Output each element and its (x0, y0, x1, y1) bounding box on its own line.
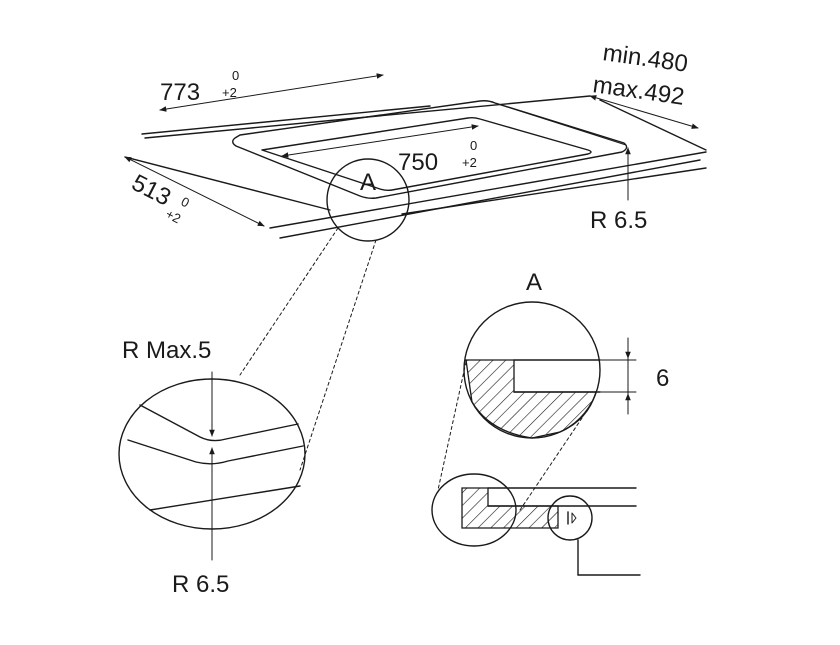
detail-a-marker: A (239, 158, 410, 471)
dim-513-value: 513 (127, 169, 175, 211)
dimension-750: 750 0 +2 (281, 124, 479, 176)
dim-773-value: 773 (160, 79, 200, 106)
dim-750-tol-lower: +2 (462, 155, 477, 170)
detail-a-callout: A (360, 169, 376, 196)
dim-min-480: min.480 (601, 39, 689, 78)
dimension-worktop-depth: min.480 max.492 (589, 39, 699, 129)
dim-773-tol-lower: +2 (222, 85, 237, 100)
corner-radius-callout: R 6.5 (590, 147, 647, 234)
dim-750-tol-upper: 0 (470, 138, 477, 153)
dim-513-tol-upper: 0 (179, 194, 192, 211)
detail-bubble-left: R Max.5 R 6.5 (118, 337, 306, 598)
dimension-513: 513 0 +2 (124, 156, 265, 227)
corner-radius-label: R 6.5 (590, 207, 647, 234)
detail-radius-bottom-label: R 6.5 (172, 571, 229, 598)
section-a-title: A (526, 269, 542, 296)
dim-513-tol-lower: +2 (163, 206, 183, 226)
step-height-label: 6 (656, 365, 669, 392)
dim-750-value: 750 (398, 149, 438, 176)
dimension-773: 773 0 +2 (159, 68, 384, 112)
section-a: A 6 (431, 269, 669, 576)
dim-773-tol-upper: 0 (232, 68, 239, 83)
detail-radius-top-label: R Max.5 (122, 337, 211, 364)
dim-max-492: max.492 (591, 71, 686, 111)
